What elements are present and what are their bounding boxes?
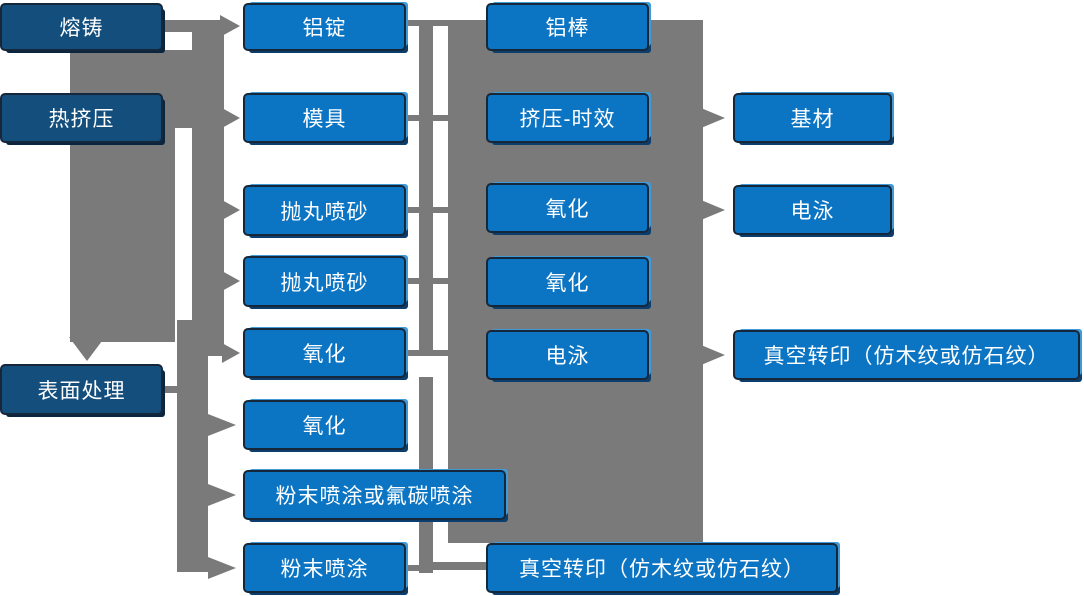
arrow-right-icon	[222, 108, 240, 128]
node-shot-blast-1: 抛丸喷砂	[243, 185, 406, 236]
arrow-right-icon	[220, 15, 240, 37]
node-oxidation-c2b: 氧化	[243, 400, 406, 450]
arrow-right-icon	[701, 200, 725, 220]
node-shot-blast-2: 抛丸喷砂	[243, 256, 406, 307]
node-hot-extrusion: 热挤压	[0, 93, 163, 143]
node-electrophoresis-c4: 电泳	[733, 185, 892, 235]
connector-stub-bottom	[433, 562, 486, 570]
node-oxidation-c2a: 氧化	[243, 328, 406, 378]
node-extrusion-aging: 挤压-时效	[486, 93, 649, 143]
arrow-down-icon	[69, 337, 105, 361]
arrow-right-icon	[222, 200, 240, 220]
connector-elbow-fill	[175, 50, 197, 128]
node-vacuum-transfer-c3: 真空转印（仿木纹或仿石纹）	[486, 543, 838, 593]
connector-surface-stub	[163, 386, 179, 393]
node-al-ingot: 铝锭	[243, 3, 406, 51]
connector-stub	[406, 565, 419, 571]
connector-stub	[406, 350, 419, 356]
arrow-right-icon	[208, 484, 236, 506]
connector-stub	[433, 278, 448, 284]
node-oxidation-c3b: 氧化	[486, 257, 649, 307]
connector-stub	[406, 20, 419, 26]
node-electrophoresis-c3: 电泳	[486, 330, 649, 380]
arrow-right-icon	[222, 343, 240, 363]
connector-stub	[433, 115, 448, 121]
arrow-right-icon	[208, 414, 236, 436]
connector-stub	[406, 115, 419, 121]
arrow-down-icon	[70, 72, 106, 93]
arrow-right-icon	[208, 557, 236, 579]
connector-stub	[433, 350, 448, 356]
node-powder-coating: 粉末喷涂	[243, 543, 406, 593]
arrow-right-icon	[701, 108, 725, 128]
connector-surface-branch-band	[177, 320, 208, 572]
connector-mid-vertical-upper	[419, 20, 433, 356]
node-melt-cast: 熔铸	[0, 3, 163, 51]
node-powder-or-fluorocarbon: 粉末喷涂或氟碳喷涂	[243, 470, 506, 520]
connector-upper-branch-band	[192, 20, 224, 356]
node-surface-treatment: 表面处理	[0, 364, 163, 415]
connector-stub	[433, 207, 448, 213]
node-vacuum-transfer-c4: 真空转印（仿木纹或仿石纹）	[733, 330, 1080, 380]
arrow-right-icon	[701, 345, 725, 365]
node-oxidation-c3a: 氧化	[486, 183, 649, 233]
node-al-rod: 铝棒	[486, 3, 649, 51]
connector-stub	[433, 20, 448, 26]
node-base-material: 基材	[733, 93, 892, 143]
connector-stub	[406, 278, 419, 284]
arrow-right-icon	[222, 271, 240, 291]
node-mold: 模具	[243, 93, 406, 143]
connector-stub	[406, 207, 419, 213]
